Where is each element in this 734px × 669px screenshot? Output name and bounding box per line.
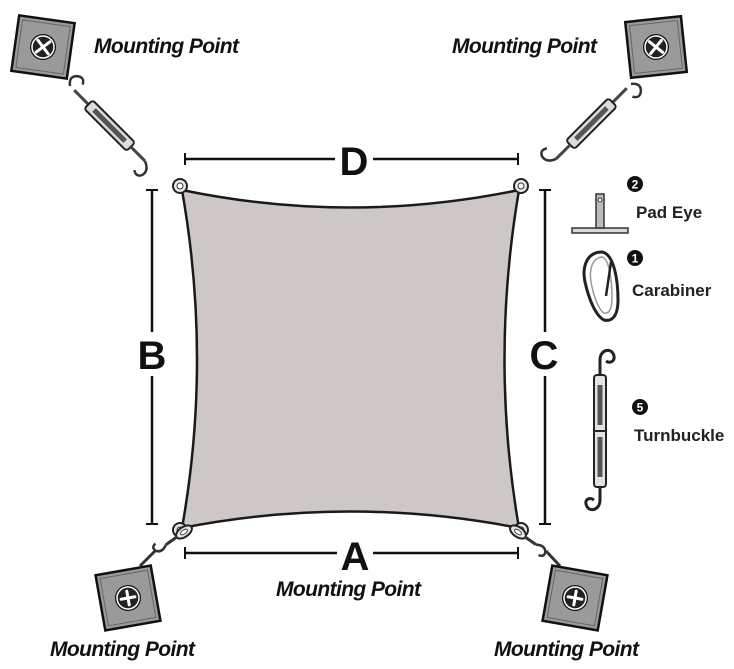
mounting-point-label-bottom-left: Mounting Point <box>50 638 196 661</box>
svg-text:1: 1 <box>632 252 639 266</box>
dimension-label-c: C <box>530 334 559 378</box>
dimension-line-b <box>146 189 158 525</box>
legend-badge-pad-eye: 2 <box>627 176 643 192</box>
turnbuckle-top-left <box>54 71 163 180</box>
legend-badge-carabiner: 1 <box>627 250 643 266</box>
dimension-label-b: B <box>138 334 167 378</box>
corner-ring-top-right <box>513 178 529 194</box>
dimension-line-c <box>539 189 551 525</box>
legend-badge-turnbuckle: 5 <box>632 399 648 415</box>
mounting-point-label-top-left: Mounting Point <box>94 35 240 58</box>
legend-label-carabiner: Carabiner <box>632 281 712 300</box>
mounting-point-label-bottom-right: Mounting Point <box>494 638 640 661</box>
turnbuckle-icon <box>584 348 616 512</box>
mounting-point-label-top-right: Mounting Point <box>452 35 598 58</box>
shade-sail <box>180 188 521 530</box>
mounting-point-label-bottom-center: Mounting Point <box>276 578 422 601</box>
svg-text:5: 5 <box>637 401 644 415</box>
carabiner-icon <box>582 250 620 322</box>
mounting-block-top-left <box>10 14 76 80</box>
legend-label-pad-eye: Pad Eye <box>636 203 702 222</box>
legend-label-turnbuckle: Turnbuckle <box>634 426 724 445</box>
dimension-label-a: A <box>341 535 370 579</box>
svg-text:2: 2 <box>632 178 639 192</box>
corner-ring-top-left <box>172 178 188 194</box>
turnbuckle-top-right <box>537 68 646 177</box>
pad-eye-icon <box>571 193 629 234</box>
mounting-block-bottom-right <box>541 564 609 632</box>
mounting-block-bottom-left <box>94 564 162 632</box>
mounting-block-top-right <box>623 14 689 80</box>
dimension-line-a <box>184 547 519 559</box>
dimension-label-d: D <box>340 140 369 184</box>
dimension-line-d <box>184 153 519 165</box>
